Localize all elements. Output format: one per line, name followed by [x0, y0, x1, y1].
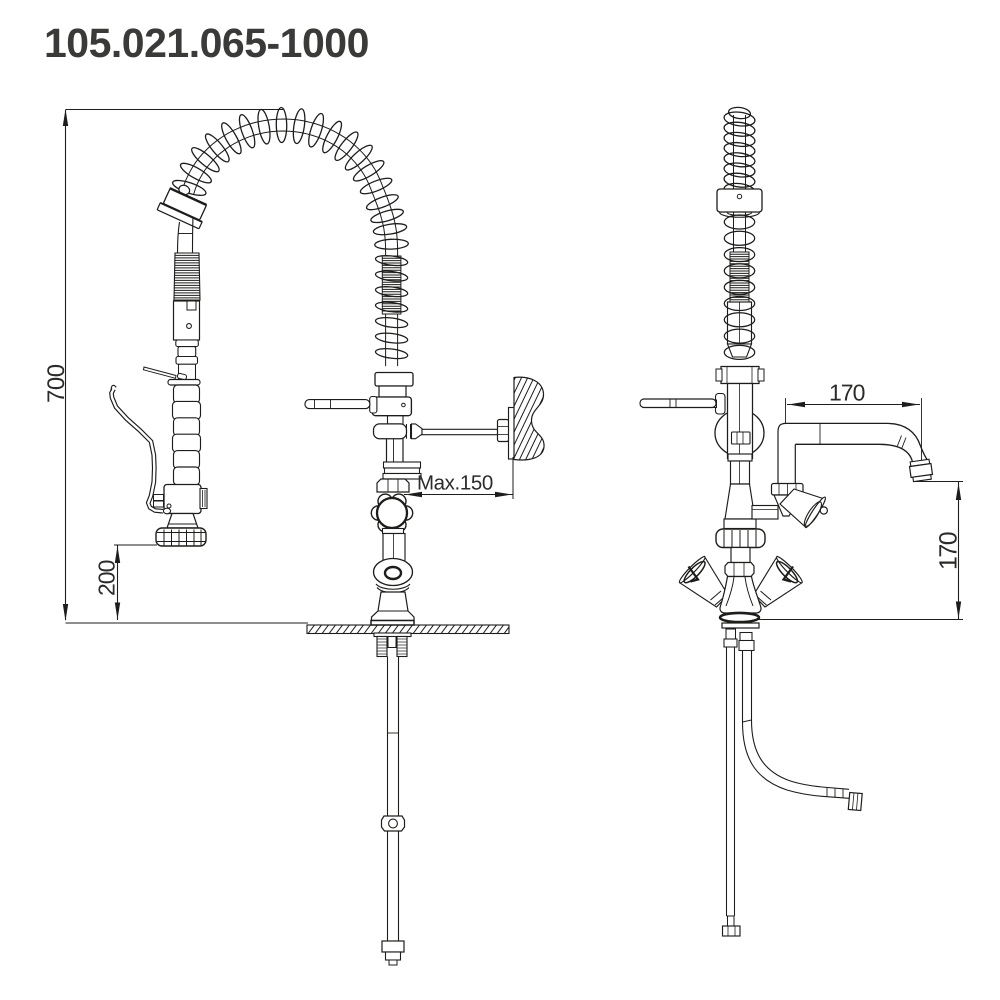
svg-text:700: 700 — [43, 364, 70, 403]
svg-text:170: 170 — [935, 532, 963, 570]
svg-text:170: 170 — [829, 380, 865, 406]
svg-text:200: 200 — [94, 560, 120, 596]
svg-text:105.021.065-1000: 105.021.065-1000 — [44, 20, 369, 66]
svg-text:Max.150: Max.150 — [417, 472, 493, 495]
